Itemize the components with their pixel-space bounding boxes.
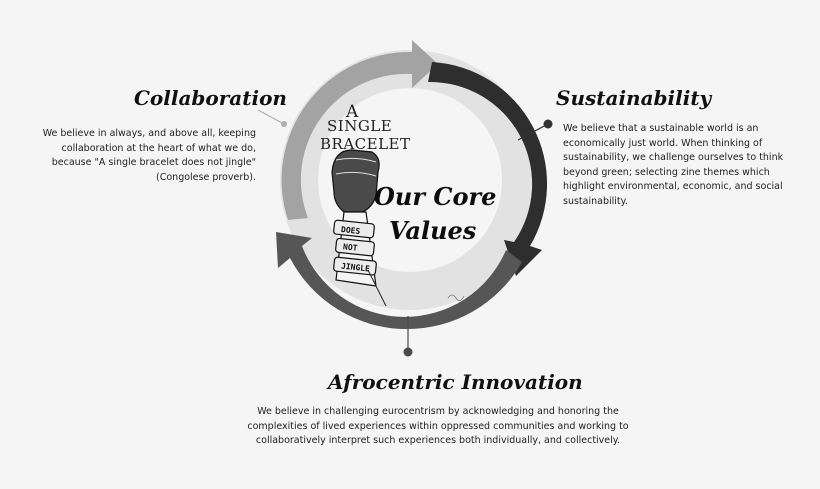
bracelet-word-2: NOT bbox=[342, 242, 358, 253]
bracelet-word-1: DOES bbox=[340, 225, 361, 236]
afrocentric-innovation-heading: Afrocentric Innovation bbox=[328, 370, 583, 394]
connector-afrocentric bbox=[403, 316, 413, 357]
fist-illustration bbox=[331, 149, 387, 307]
arrow-segment-afrocentric bbox=[276, 232, 522, 330]
arrow-segment-collaboration bbox=[281, 40, 438, 220]
brand-line-2: SINGLE bbox=[327, 117, 393, 135]
afrocentric-innovation-description: We believe in challenging eurocentrism b… bbox=[247, 406, 629, 447]
brand-line-1: A bbox=[346, 102, 359, 122]
brand-line-3: BRACELET bbox=[320, 135, 411, 153]
core-title-line-2: Values bbox=[389, 216, 477, 245]
connector-collaboration bbox=[257, 109, 287, 127]
sustainability-heading: Sustainability bbox=[556, 86, 712, 110]
signature-mark bbox=[447, 294, 465, 301]
core-title-line-1: Our Core bbox=[374, 182, 497, 211]
connector-sustainability bbox=[517, 119, 553, 141]
sustainability-description: We believe that a sustainable world is a… bbox=[563, 123, 784, 207]
collaboration-heading: Collaboration bbox=[134, 86, 287, 110]
collaboration-description: We believe in always, and above all, kee… bbox=[42, 128, 256, 183]
arrow-segment-sustainability bbox=[428, 62, 548, 276]
